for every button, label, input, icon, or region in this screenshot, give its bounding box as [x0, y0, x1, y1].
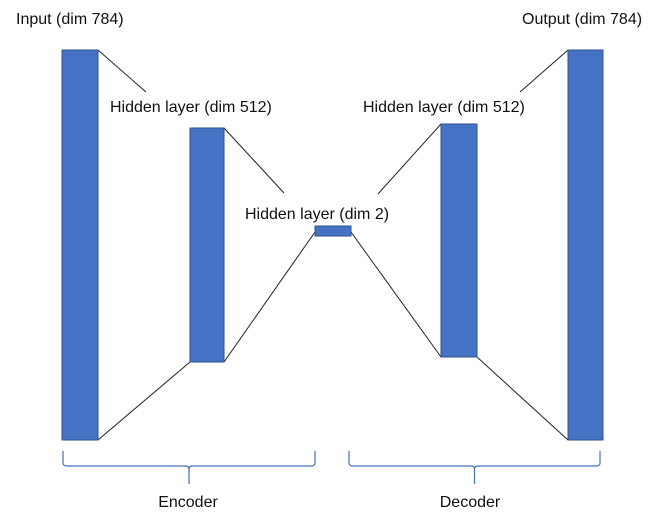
label-latent: Hidden layer (dim 2) — [245, 206, 389, 223]
layer-bar-output — [567, 49, 604, 441]
decoder-brace — [348, 451, 601, 484]
label-decoder-hidden: Hidden layer (dim 512) — [363, 99, 525, 116]
connector-line — [476, 356, 569, 441]
layer-bar-input — [61, 49, 99, 441]
layer-bar-decoder-hidden — [440, 123, 478, 358]
label-output: Output (dim 784) — [522, 11, 642, 28]
connector-line — [223, 127, 285, 194]
connector-line — [350, 231, 442, 358]
connector-line — [223, 231, 316, 363]
connector-line — [97, 361, 191, 441]
connectors — [97, 49, 569, 441]
encoder-brace — [62, 451, 316, 484]
label-input: Input (dim 784) — [16, 11, 124, 28]
label-encoder-hidden: Hidden layer (dim 512) — [110, 99, 272, 116]
group-braces — [62, 451, 601, 484]
label-encoder: Encoder — [158, 494, 218, 511]
connector-line — [97, 49, 147, 93]
connector-line — [377, 123, 442, 195]
layer-bar-encoder-hidden — [189, 127, 225, 363]
connector-line — [519, 49, 569, 93]
layer-bars — [61, 49, 604, 441]
label-decoder: Decoder — [440, 494, 501, 511]
layer-bar-latent — [314, 225, 352, 237]
